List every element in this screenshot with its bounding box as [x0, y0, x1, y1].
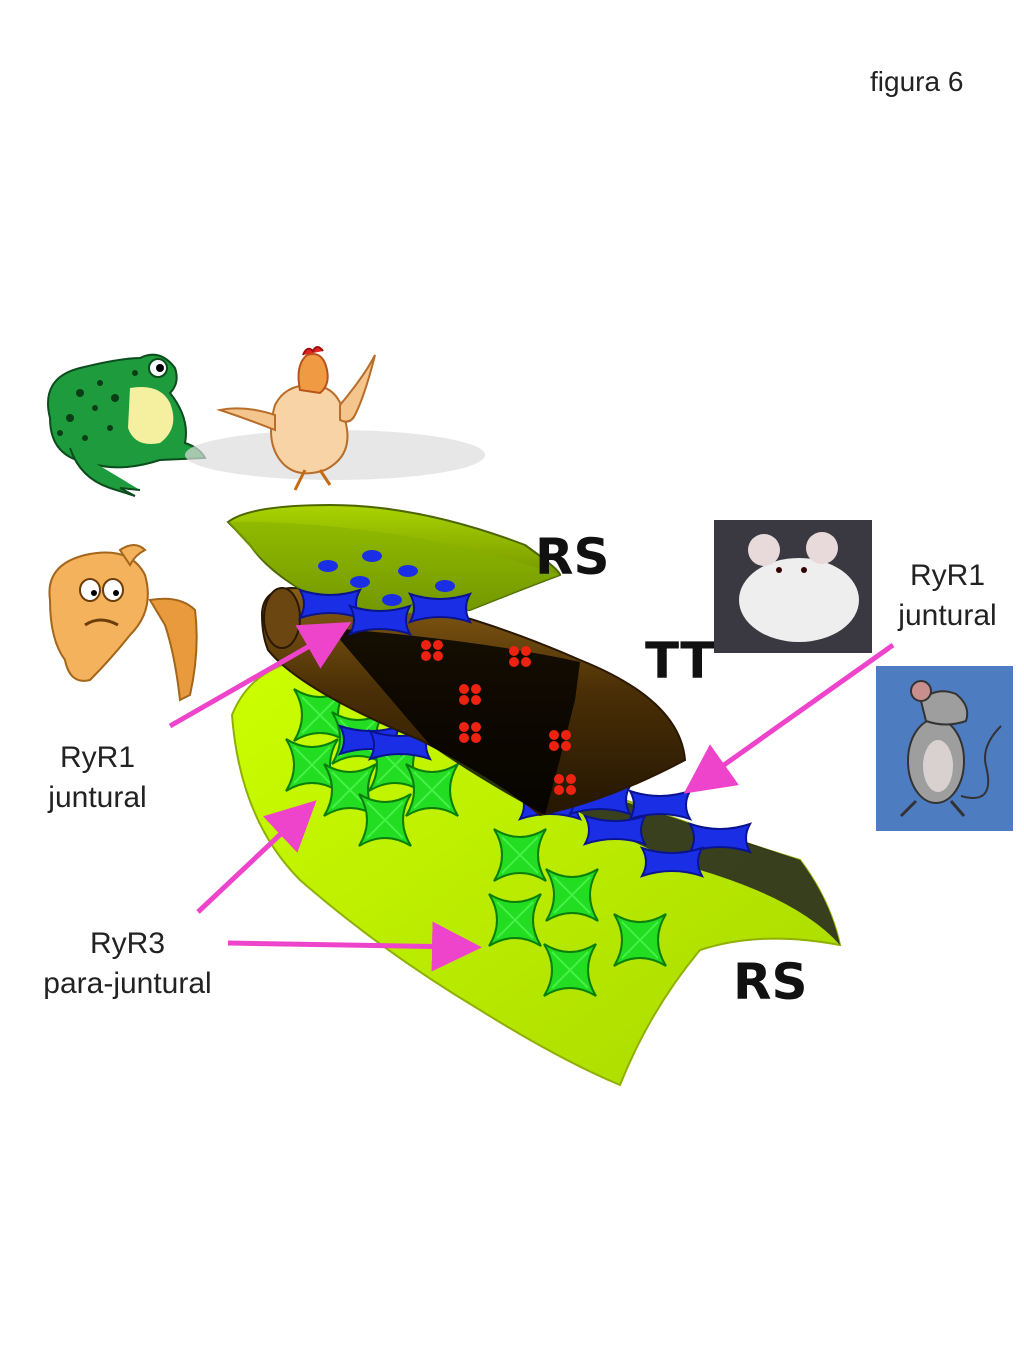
ryr1-left-label: RyR1 juntural — [40, 738, 155, 818]
rs-top-label: RS — [535, 528, 610, 586]
mouse-photo — [714, 520, 872, 653]
ryr3-label: RyR3 para-juntural — [35, 924, 220, 1004]
tt-label: TT — [645, 632, 715, 690]
ryr3-line2: para-juntural — [43, 967, 212, 1000]
ryr3-line1: RyR3 — [89, 927, 165, 960]
ryr1-right-line2: juntural — [898, 599, 997, 632]
arrow-ryr3-lower — [227, 921, 482, 972]
rat-icon — [876, 666, 1013, 831]
ryr1-receptors-upper — [299, 550, 471, 635]
rs-bottom-label: RS — [733, 953, 808, 1011]
ryr1-right-line1: RyR1 — [909, 559, 985, 592]
figure-title: figura 6 — [870, 66, 964, 97]
fish-icon — [48, 544, 198, 702]
chicken-icon — [185, 346, 485, 491]
ryr1-left-line2: juntural — [48, 781, 147, 814]
ryr1-left-line1: RyR1 — [59, 741, 135, 774]
arrow-ryr1-right — [683, 642, 895, 794]
pointer-arrows — [168, 622, 895, 972]
arrow-ryr3-upper — [196, 800, 317, 914]
arrow-ryr1-left — [168, 622, 352, 729]
frog-icon — [47, 353, 207, 497]
ryr1-right-label: RyR1 juntural — [890, 556, 1005, 636]
